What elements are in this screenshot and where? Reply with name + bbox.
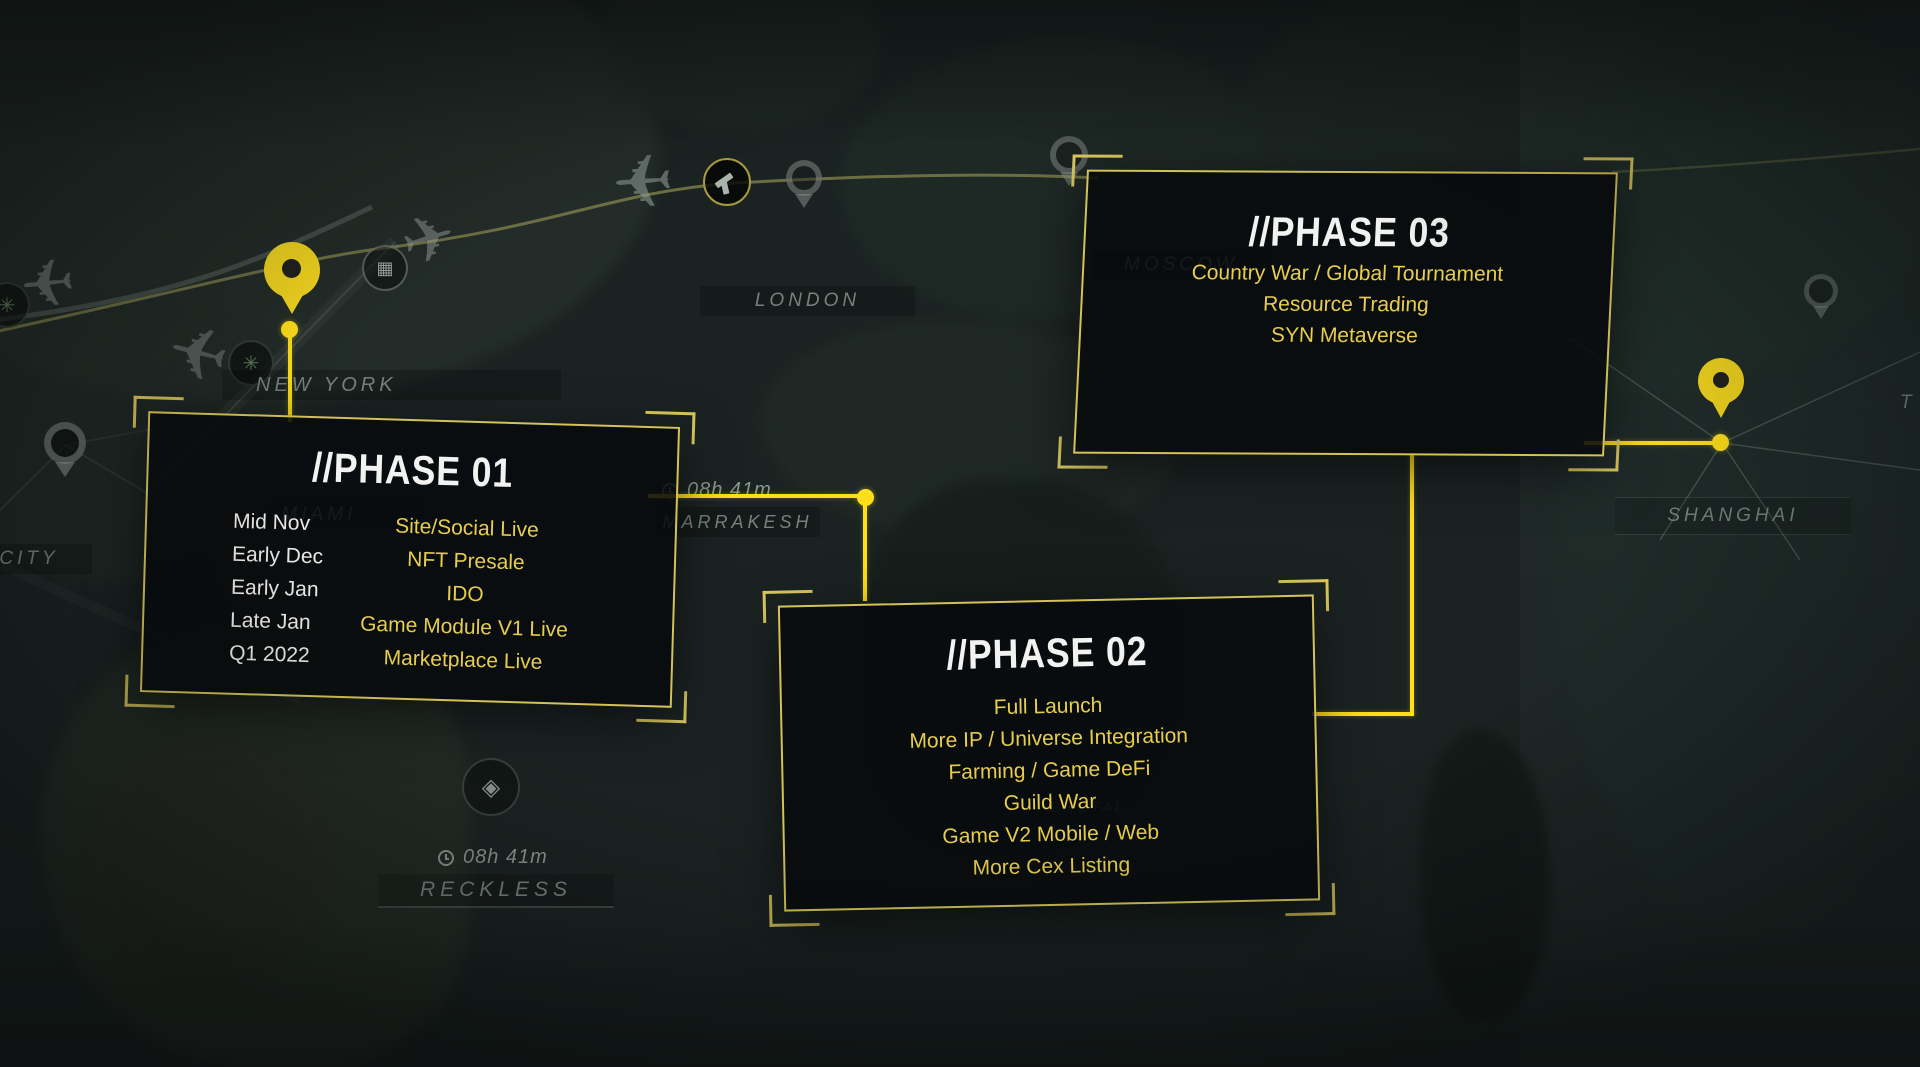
schedule-date: Early Dec <box>231 542 324 568</box>
label-text: SHANGHAI <box>1667 505 1799 526</box>
diamond-icon: ◈ <box>462 758 520 816</box>
phase-03-title: //PHASE 03 <box>1247 208 1452 256</box>
map-label-london: LONDON <box>700 286 915 316</box>
phase-item: SYN Metaverse <box>1270 323 1419 348</box>
location-pin-newyork <box>264 242 320 320</box>
landmass-east-asia <box>1560 40 1920 940</box>
schedule-item: Site/Social Live <box>394 514 540 542</box>
connector-line-phase1-horizontal <box>648 494 860 498</box>
label-text: CITY <box>0 548 59 569</box>
label-text: MARRAKESH <box>662 511 813 532</box>
map-pin-icon <box>1050 136 1088 188</box>
gun-glyph <box>713 169 740 195</box>
connector-line-newyork-phase1 <box>288 334 292 422</box>
chip-icon: ▦ <box>362 245 408 291</box>
connector-line-phase3-phase2 <box>1312 712 1414 716</box>
landmass-south-america-tint <box>90 740 330 980</box>
leaf-icon: ✳ <box>228 340 274 386</box>
schedule-date: Late Jan <box>229 608 312 634</box>
connector-line-phase3-down <box>1410 454 1414 716</box>
map-label-marrakesh: MARRAKESH <box>655 507 820 537</box>
label-text: RECKLESS <box>419 878 573 901</box>
map-label-tokyo-partial: T <box>1900 388 1920 418</box>
schedule-date: Mid Nov <box>232 509 311 535</box>
map-label-new-york: NEW YORK <box>222 370 561 400</box>
landmass-indochina <box>1420 730 1550 1020</box>
schedule-item: IDO <box>446 581 485 606</box>
phase-03-panel: //PHASE 03 Country War / Global Tourname… <box>1073 169 1618 457</box>
connector-line-phase2-vertical <box>863 497 867 601</box>
label-text: T <box>1900 392 1916 413</box>
timer-text: 08h 41m <box>463 846 548 868</box>
map-label-city: CITY <box>0 544 92 574</box>
phase-item: Country War / Global Tournament <box>1191 261 1504 286</box>
map-label-shanghai: SHANGHAI <box>1615 497 1851 535</box>
phase-03-card: //PHASE 03 Country War / Global Tourname… <box>1057 154 1634 472</box>
clock-icon <box>438 849 454 866</box>
label-text: LONDON <box>754 290 861 311</box>
phase-01-title: //PHASE 01 <box>311 444 514 497</box>
phase-item: Resource Trading <box>1262 292 1430 317</box>
schedule-date: Early Jan <box>230 575 319 601</box>
location-pin-shanghai <box>1698 358 1744 424</box>
schedule-item: NFT Presale <box>406 547 526 574</box>
schedule-item: Game Module V1 Live <box>359 612 569 642</box>
map-pin-icon <box>786 160 822 210</box>
leaf-icon: ✳ <box>0 282 30 328</box>
connector-dot-newyork <box>281 321 298 338</box>
gun-icon <box>703 158 751 206</box>
schedule-item: Marketplace Live <box>383 645 543 674</box>
connector-dot-shanghai <box>1712 434 1729 451</box>
travel-timer-reckless: 08h 41m <box>438 846 548 869</box>
map-pin-icon <box>1804 274 1838 322</box>
map-label-reckless: RECKLESS <box>378 874 614 908</box>
schedule-date: Q1 2022 <box>228 641 311 667</box>
plane-icon: ✈ <box>609 137 677 229</box>
timer-text: 08h 41m <box>687 479 772 501</box>
map-pin-icon <box>44 422 86 480</box>
label-text: NEW YORK <box>256 373 397 396</box>
connector-line-phase3-horizontal <box>1584 441 1716 445</box>
phase-02-title: //PHASE 02 <box>945 627 1148 679</box>
